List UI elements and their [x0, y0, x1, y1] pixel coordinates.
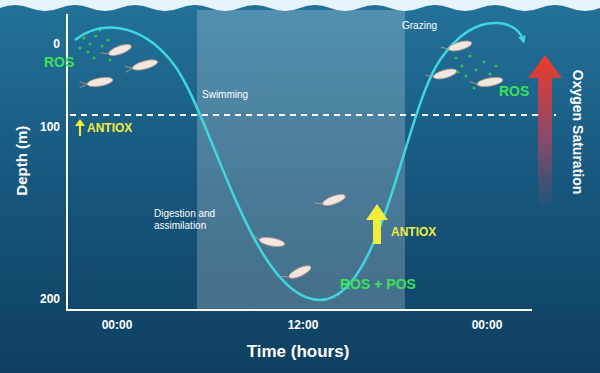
daytime-band	[197, 10, 405, 310]
ros-label: ROS + POS	[340, 276, 416, 292]
up-arrow	[75, 119, 85, 136]
antiox-label: ANTIOX	[391, 226, 436, 240]
process-label: Digestion and assimilation	[154, 208, 250, 231]
process-label: Swimming	[202, 89, 248, 101]
sea-surface	[0, 0, 600, 11]
dashed-depth-line	[70, 114, 556, 116]
axes	[67, 14, 532, 310]
ros-label: ROS	[499, 83, 529, 99]
tick-label: 200	[40, 293, 60, 307]
tick-label: 100	[40, 121, 60, 135]
process-label: Grazing	[402, 20, 437, 32]
tick-label: 12:00	[288, 319, 319, 333]
oxygen-gradient-arrow	[528, 55, 562, 205]
tick-label: 00:00	[472, 319, 503, 333]
krill	[79, 39, 504, 284]
antiox-label: ANTIOX	[87, 122, 132, 136]
tick-label: 00:00	[102, 319, 133, 333]
ros-label: ROS	[44, 54, 74, 70]
tick-label: 0	[53, 38, 60, 52]
phytoplankton-dots	[78, 28, 497, 89]
migration-curve	[75, 23, 523, 300]
axis-title: Oxygen Saturation	[570, 70, 586, 194]
up-arrow	[366, 204, 388, 244]
axis-title: Time (hours)	[247, 342, 350, 362]
axis-title: Depth (m)	[13, 125, 30, 195]
